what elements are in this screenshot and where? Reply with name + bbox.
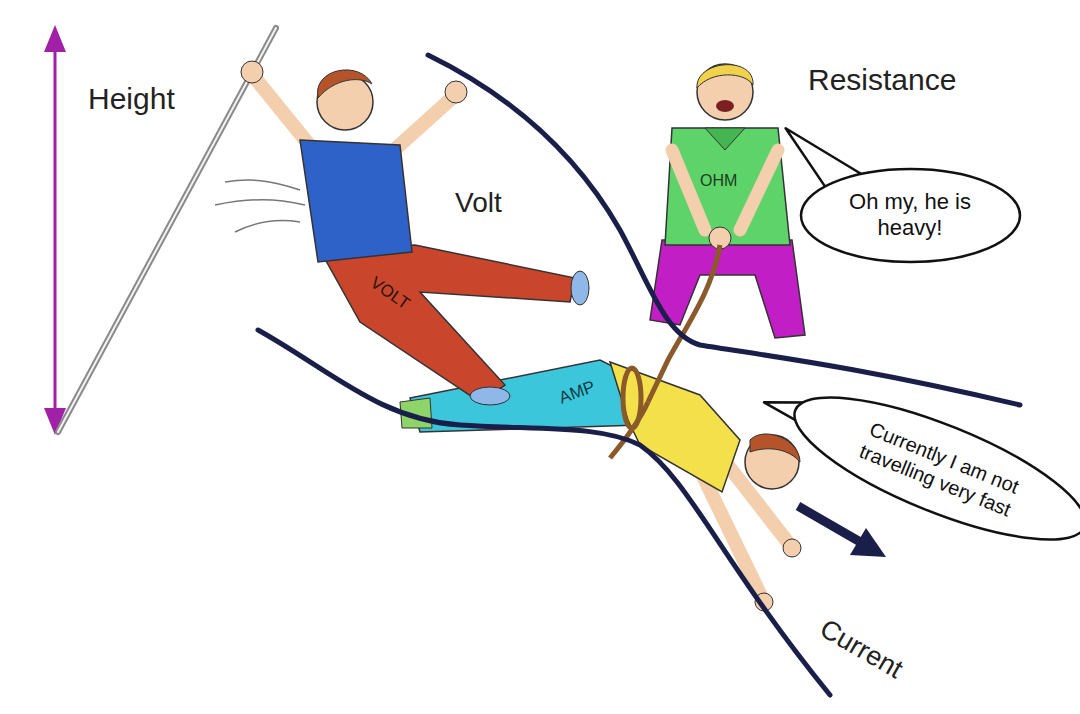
bubble-text: Oh my, he is heavy! — [840, 189, 980, 242]
speech-bubble: Currently I am not travelling very fast — [776, 367, 1080, 570]
concept-label: Volt — [455, 188, 502, 219]
clothing-label: OHM — [700, 172, 737, 190]
speech-bubble: Oh my, he is heavy! — [799, 167, 1022, 264]
height-arrow — [44, 25, 66, 435]
rope — [610, 245, 720, 458]
current-arrow — [798, 506, 886, 557]
resistance-figure — [650, 64, 805, 338]
pole — [58, 28, 276, 432]
concept-label: Current — [815, 614, 908, 685]
concept-label: Resistance — [808, 63, 956, 96]
motion-lines — [215, 180, 305, 232]
axis-label: Height — [88, 82, 175, 115]
slide-track — [258, 55, 1020, 695]
